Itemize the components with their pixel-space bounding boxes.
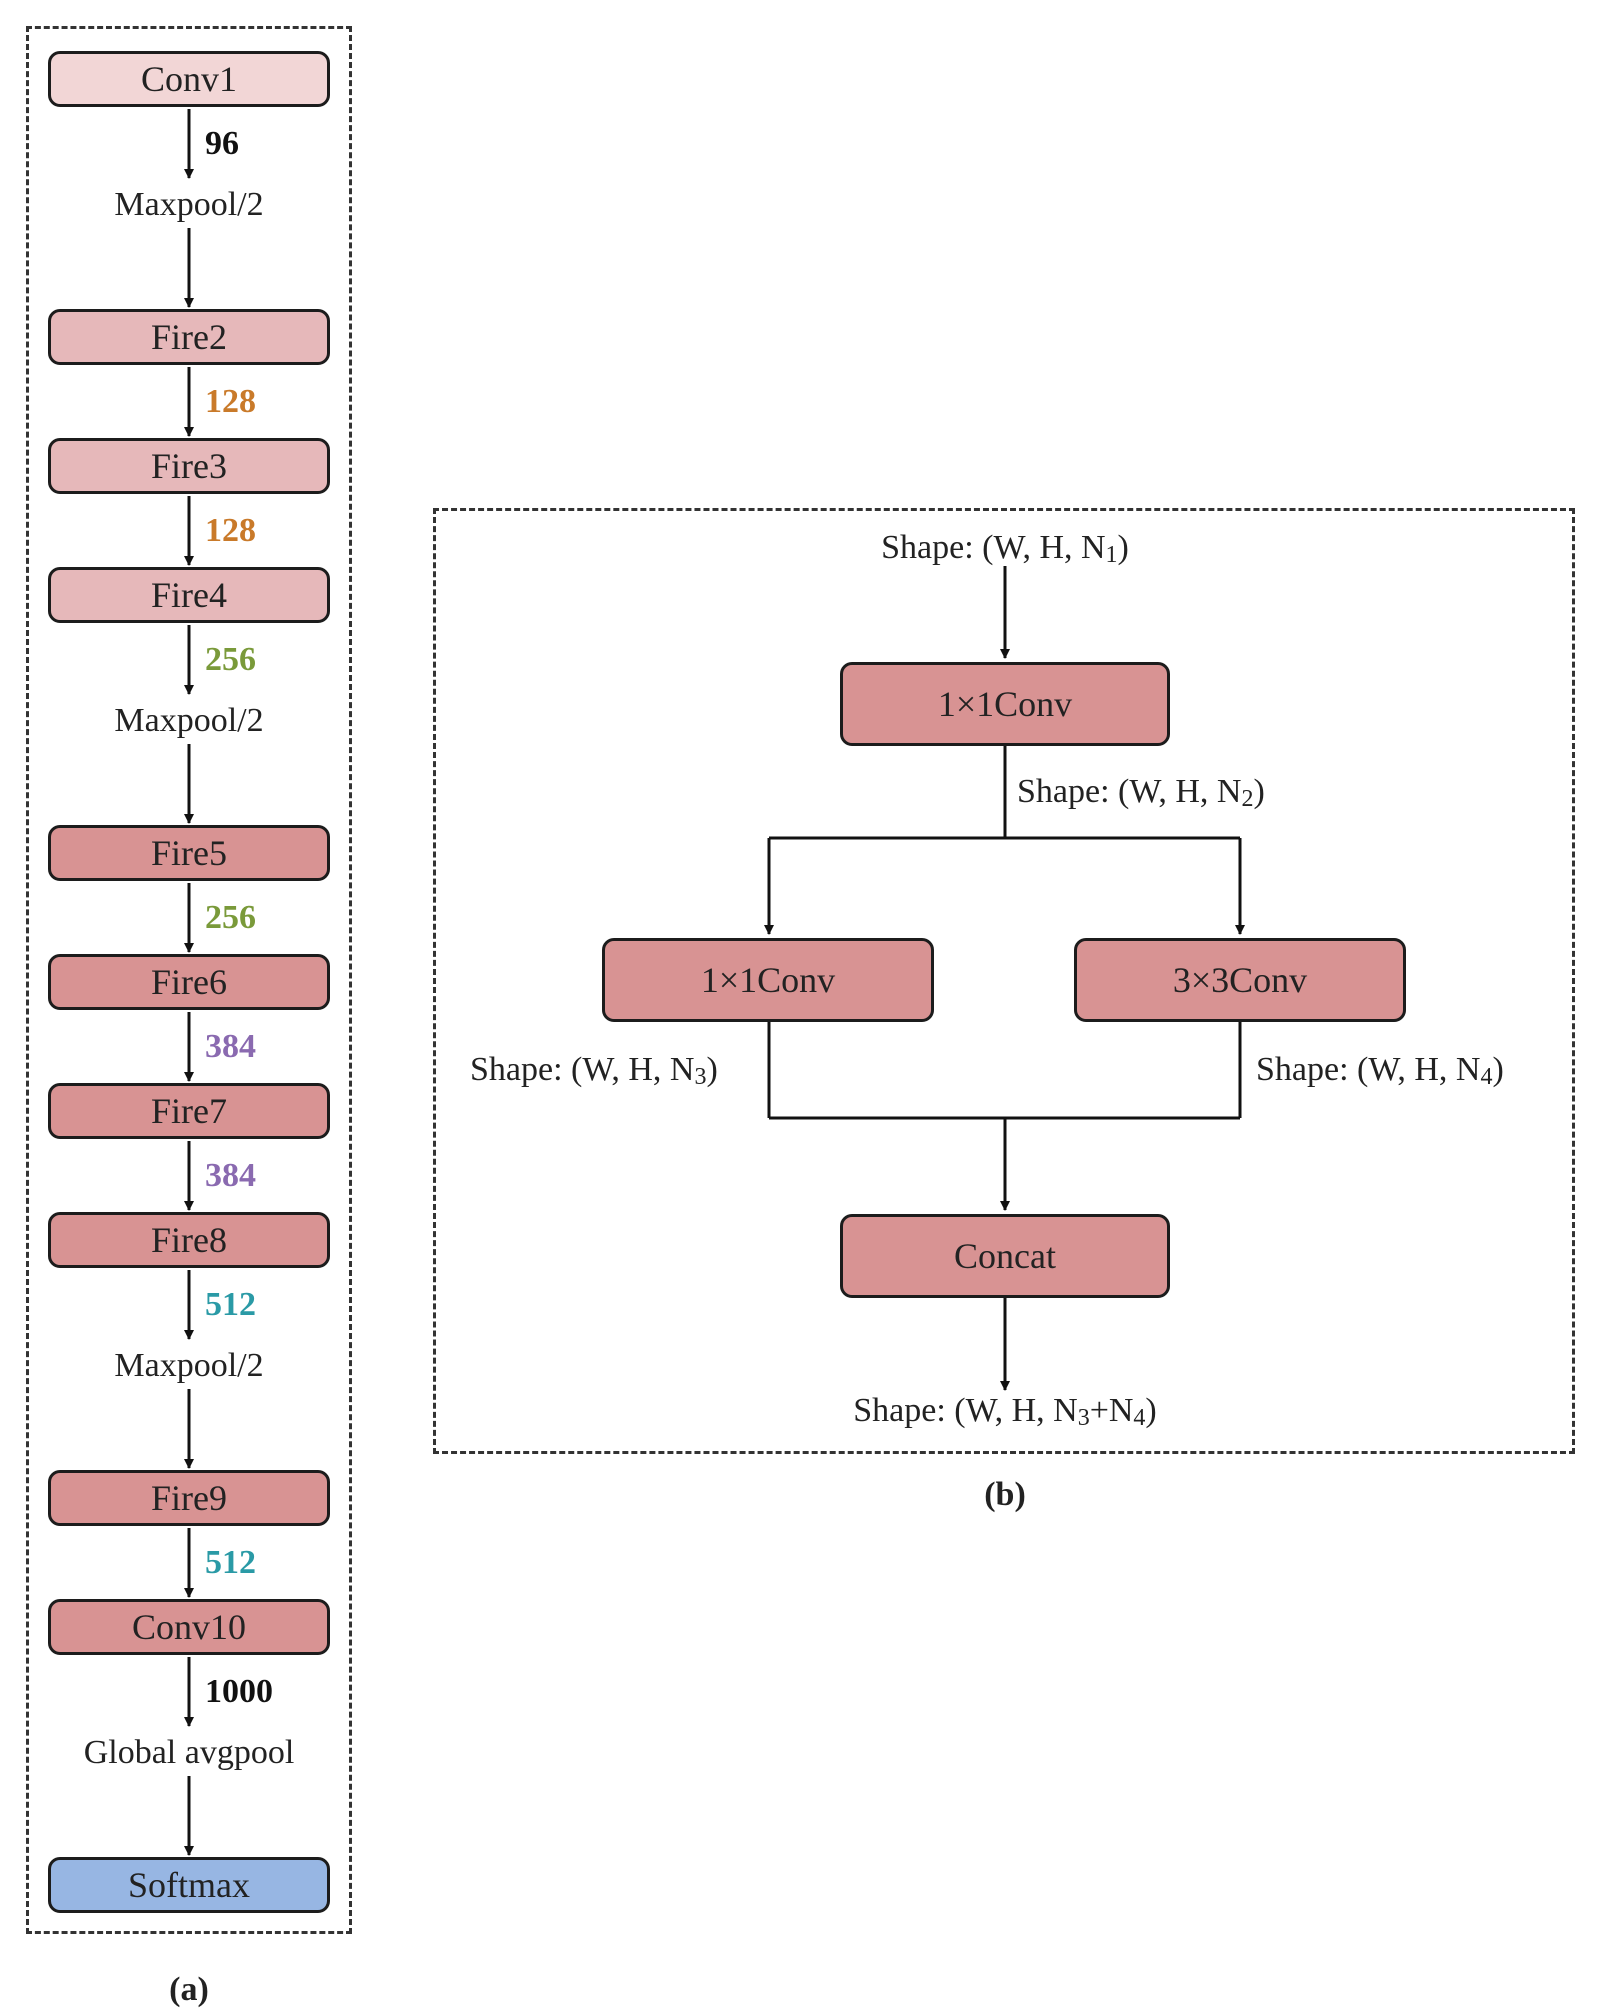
channel-count-7: 256: [205, 898, 256, 936]
squeeze-conv-1x1: 1×1Conv: [840, 662, 1170, 746]
shape-squeeze-label: Shape: (W, H, N2): [1017, 773, 1265, 812]
layer-3-fire2: Fire2: [48, 309, 330, 365]
channel-count-5: 256: [205, 640, 256, 678]
panel-a-caption: (a): [169, 1971, 209, 2008]
channel-count-12: 512: [205, 1543, 256, 1581]
channel-count-13: 1000: [205, 1672, 273, 1710]
shape-input-label: Shape: (W, H, N1): [881, 529, 1129, 568]
layer-12-fire9: Fire9: [48, 1470, 330, 1526]
panel-b-frame: [433, 508, 1575, 1454]
layer-5-fire4: Fire4: [48, 567, 330, 623]
panel-b-caption: (b): [984, 1476, 1026, 1513]
layer-7-fire5: Fire5: [48, 825, 330, 881]
layer-8-fire6: Fire6: [48, 954, 330, 1010]
layer-9-fire7: Fire7: [48, 1083, 330, 1139]
expand-conv-1x1: 1×1Conv: [602, 938, 934, 1022]
expand-conv-3x3: 3×3Conv: [1074, 938, 1406, 1022]
channel-count-1: 96: [205, 124, 239, 162]
panel-a-frame: [26, 26, 352, 1934]
layer-1-conv1: Conv1: [48, 51, 330, 107]
channel-count-3: 128: [205, 382, 256, 420]
concat-block: Concat: [840, 1214, 1170, 1298]
shape-expand1-label: Shape: (W, H, N3): [470, 1051, 718, 1090]
layer-10-fire8: Fire8: [48, 1212, 330, 1268]
layer-6-maxpool-2: Maxpool/2: [114, 702, 264, 739]
layer-2-maxpool-2: Maxpool/2: [114, 186, 264, 223]
layer-4-fire3: Fire3: [48, 438, 330, 494]
shape-expand3-label: Shape: (W, H, N4): [1256, 1051, 1504, 1090]
channel-count-4: 128: [205, 511, 256, 549]
layer-13-conv10: Conv10: [48, 1599, 330, 1655]
channel-count-8: 384: [205, 1027, 256, 1065]
channel-count-10: 512: [205, 1285, 256, 1323]
layer-15-softmax: Softmax: [48, 1857, 330, 1913]
channel-count-9: 384: [205, 1156, 256, 1194]
layer-14-global-avgpool: Global avgpool: [83, 1734, 295, 1771]
shape-output-label: Shape: (W, H, N3+N4): [853, 1392, 1157, 1431]
layer-11-maxpool-2: Maxpool/2: [114, 1347, 264, 1384]
